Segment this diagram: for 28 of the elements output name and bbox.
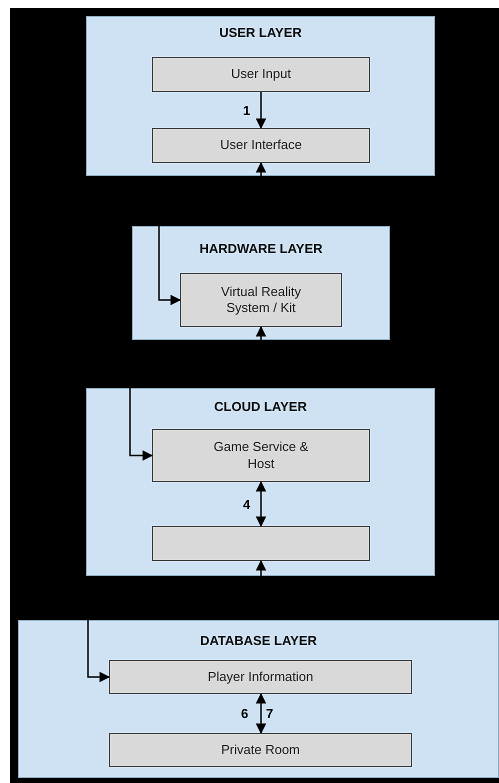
layer-title: USER LAYER	[218, 25, 303, 40]
box-label: Game Service & Host	[212, 439, 310, 472]
box-label: Private Room	[220, 742, 301, 758]
box-label: Player Information	[206, 668, 314, 686]
process-box	[152, 57, 370, 92]
process-box	[180, 273, 342, 327]
layer-panel	[86, 388, 435, 576]
process-box	[109, 733, 412, 767]
layer-panel	[18, 620, 499, 778]
arrow	[256, 692, 266, 734]
edge-label: 1	[243, 103, 250, 118]
layer-panel	[86, 16, 435, 176]
box-label: Virtual Reality System / Kit	[220, 284, 302, 316]
box-label: User Interface	[219, 137, 303, 154]
step-number: 7	[266, 706, 274, 721]
edge-label: 6	[241, 706, 248, 721]
layer-title: HARDWARE LAYER	[198, 241, 324, 256]
layer-title: CLOUD LAYER	[213, 399, 308, 414]
layer-title: DATABASE LAYER	[199, 633, 318, 648]
process-box	[152, 526, 370, 561]
box-label: User Input	[230, 66, 292, 83]
process-box	[109, 660, 412, 694]
edge-label: 4	[243, 497, 250, 512]
arrow	[256, 480, 266, 528]
process-box	[152, 429, 370, 482]
arrow	[256, 92, 266, 130]
process-box	[152, 128, 370, 163]
layer-panel	[132, 226, 390, 340]
